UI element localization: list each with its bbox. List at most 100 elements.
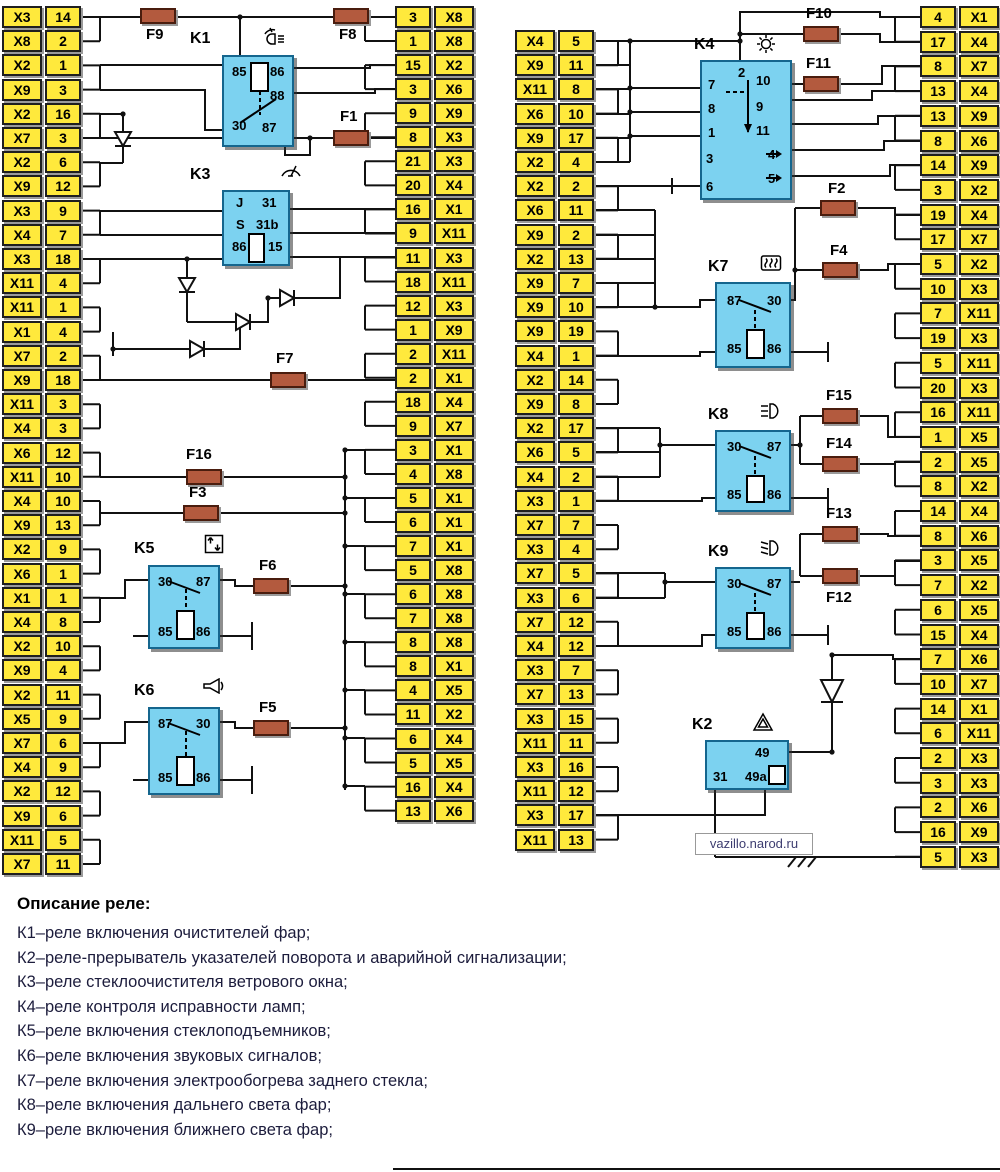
connector-cell: 3: [920, 549, 956, 572]
connector-cell: X6: [2, 562, 42, 585]
connector-cell: X6: [959, 796, 999, 819]
connector-cell: 5: [920, 845, 956, 868]
connector-cell: X2: [959, 178, 999, 201]
connector-cell: X2: [2, 102, 42, 125]
relay-pin: 7: [708, 77, 716, 92]
fuse-label: F15: [826, 387, 852, 404]
heated-rear-window-icon: [760, 254, 782, 277]
connector-cell: 3: [395, 6, 431, 28]
connector-cell: X9: [515, 272, 555, 294]
connector-cell: 7: [395, 535, 431, 558]
fuse-label: F16: [186, 446, 212, 463]
fuse-f2: [820, 200, 856, 216]
fuse-f3: [183, 505, 219, 521]
relay-pin: 30: [727, 576, 742, 591]
fuse-label: F14: [826, 435, 852, 452]
relay-pin: 86: [196, 624, 211, 639]
connector-cell: X4: [515, 344, 555, 367]
relay-pin: 85: [232, 64, 247, 79]
connector-cell: X7: [2, 732, 42, 754]
connector-cell: X2: [2, 780, 42, 803]
connector-cell: 7: [558, 272, 594, 294]
connector-cell: 14: [920, 697, 956, 720]
connector-cell: X1: [434, 535, 474, 558]
connector-cell: X3: [434, 246, 474, 269]
connector-cell: 8: [920, 524, 956, 547]
connector-cell: X5: [434, 679, 474, 702]
connector-cell: 3: [45, 393, 81, 416]
relay-label: K5: [134, 540, 155, 557]
relay-pin: S: [236, 217, 245, 232]
relay-pin: 86: [196, 770, 211, 785]
connector-cell: 11: [45, 683, 81, 706]
connector-cell: X3: [515, 586, 555, 609]
connector-cell: X5: [959, 598, 999, 621]
relay-pin: 85: [158, 770, 173, 785]
connector-cell: 6: [558, 586, 594, 609]
fuse-label: F11: [806, 55, 832, 72]
connector-cell: 10: [920, 277, 956, 300]
connector-cell: X11: [515, 731, 555, 754]
connector-cell: X11: [2, 272, 42, 295]
fuse-label: F9: [146, 26, 164, 43]
connector-cell: X9: [2, 78, 42, 101]
connector-cell: 17: [920, 228, 956, 251]
connector-cell: 8: [45, 611, 81, 633]
connector-cell: X4: [515, 635, 555, 657]
connector-cell: 5: [920, 253, 956, 275]
connector-cell: 15: [558, 707, 594, 730]
connector-cell: X3: [434, 126, 474, 149]
relay-pin: 8: [708, 101, 716, 116]
connector-cell: X2: [2, 54, 42, 77]
connector-cell: 6: [920, 722, 956, 745]
connector-cell: X7: [515, 562, 555, 585]
connector-cell: 2: [395, 366, 431, 389]
relay-pin: 30: [232, 118, 247, 133]
connector-cell: 8: [920, 55, 956, 78]
fuse-f6: [253, 578, 289, 594]
connector-cell: 9: [45, 707, 81, 730]
relay-pin: J: [236, 195, 244, 210]
connector-cell: X3: [434, 294, 474, 317]
connector-cell: 8: [558, 78, 594, 101]
high-beam-icon: [760, 402, 782, 425]
connector-cell: X8: [2, 30, 42, 53]
connector-cell: X9: [515, 126, 555, 149]
connector-cell: X3: [515, 538, 555, 561]
connector-cell: 3: [395, 438, 431, 461]
connector-cell: X11: [434, 270, 474, 293]
connector-cell: X4: [2, 756, 42, 779]
connector-cell: 16: [395, 198, 431, 221]
connector-cell: X9: [2, 369, 42, 391]
connector-cell: 4: [395, 679, 431, 702]
legend-item: К1–реле включения очистителей фар;: [17, 924, 311, 942]
connector-cell: 4: [45, 272, 81, 295]
connector-cell: X7: [959, 55, 999, 78]
connector-cell: 6: [45, 732, 81, 754]
connector-cell: 10: [558, 102, 594, 125]
connector-cell: X9: [2, 804, 42, 827]
connector-cell: X3: [515, 659, 555, 682]
connector-cell: 1: [45, 586, 81, 609]
relay-label: K6: [134, 682, 155, 699]
connector-cell: X2: [515, 247, 555, 270]
connector-cell: 9: [395, 222, 431, 245]
connector-cell: X8: [434, 559, 474, 582]
connector-cell: 20: [395, 174, 431, 197]
connector-cell: X9: [515, 223, 555, 246]
connector-cell: 2: [558, 465, 594, 488]
connector-cell: 9: [45, 538, 81, 561]
connector-cell: 12: [558, 780, 594, 803]
connector-cell: 8: [920, 129, 956, 152]
connector-cell: X3: [434, 150, 474, 173]
connector-cell: 2: [558, 175, 594, 198]
connector-cell: X9: [2, 514, 42, 537]
connector-cell: 16: [558, 756, 594, 778]
fuse-f10: [803, 26, 839, 42]
connector-cell: X6: [2, 441, 42, 464]
connector-cell: X1: [434, 438, 474, 461]
relay-pin: 49: [755, 745, 770, 760]
connector-cell: 21: [395, 150, 431, 173]
connector-cell: X11: [515, 78, 555, 101]
